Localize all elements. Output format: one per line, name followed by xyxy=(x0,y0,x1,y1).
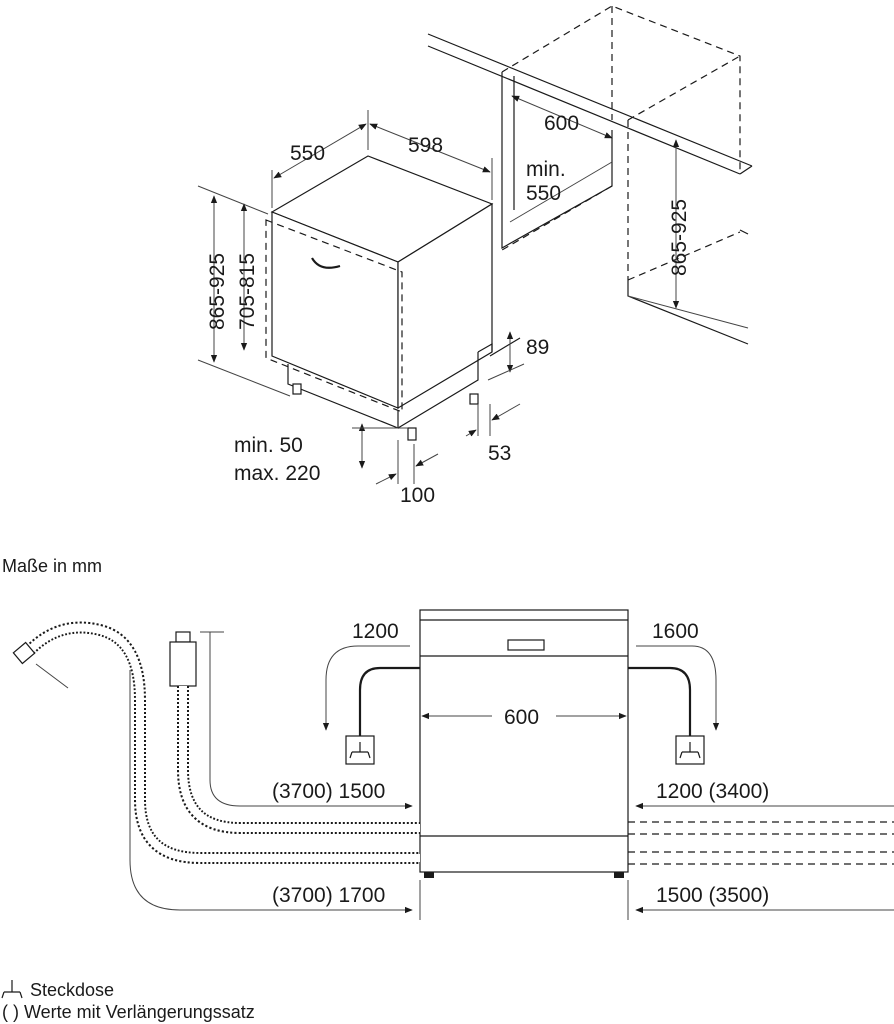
power-cables: 1200 1600 xyxy=(322,620,720,765)
foot-left xyxy=(292,383,302,395)
dim-door-gap-min-label: min. 50 xyxy=(234,434,303,457)
hose-outlet-right-label: 1500 (3500) xyxy=(656,884,769,907)
dim-width-label: 598 xyxy=(408,134,443,157)
dim-door-height-label: 705-815 xyxy=(236,253,259,330)
foot-right xyxy=(469,393,479,405)
hose-inlet-left-label: (3700) 1500 xyxy=(272,780,385,803)
niche-left-wall xyxy=(501,72,613,250)
countertop-edge-front xyxy=(427,33,753,167)
legend-extension-label: ( ) Werte mit Verlängerungssatz xyxy=(2,1002,255,1022)
hose-inlet-right-label: 1200 (3400) xyxy=(656,780,769,803)
niche-width-label: 600 xyxy=(544,112,579,135)
drain-hose-end xyxy=(12,641,36,665)
power-cable-right xyxy=(628,666,692,736)
front-width-label: 600 xyxy=(504,706,539,729)
front-view-body xyxy=(419,609,629,873)
legend: Steckdose ( ) Werte mit Verlängerungssat… xyxy=(1,980,255,1022)
plinth xyxy=(287,364,399,429)
dim-door-gap-max-label: max. 220 xyxy=(234,462,320,485)
power-cable-left xyxy=(358,666,420,736)
dim-depth-label: 550 xyxy=(290,142,325,165)
front-foot-left xyxy=(424,872,434,878)
units-note: Maße in mm xyxy=(2,556,102,576)
niche-depth-min-label: min. xyxy=(526,158,566,181)
dishwasher-front-view: 600 xyxy=(419,609,629,878)
dim-plinth-height-label: 89 xyxy=(526,336,549,359)
dim-plinth-offset-label: 53 xyxy=(488,442,511,465)
niche-height-label: 865-925 xyxy=(668,199,691,276)
door-outline xyxy=(265,219,403,413)
aquastop-connector xyxy=(175,631,191,643)
niche-isometric: 600 min. 550 865-925 xyxy=(427,5,753,345)
dim-bottom-depth-label: 100 xyxy=(400,484,435,507)
hoses-left: (3700) 1500 (3700) 1700 xyxy=(12,621,421,920)
aquastop-valve xyxy=(169,641,197,687)
niche-depth-value-label: 550 xyxy=(526,182,561,205)
cable-left-length-label: 1200 xyxy=(352,620,399,643)
door-handle xyxy=(311,257,341,269)
legend-socket-label: Steckdose xyxy=(30,980,114,1000)
top-dimensions: 550 598 865-925 705-815 89 53 min. 50 ma… xyxy=(197,110,549,507)
front-foot-right xyxy=(614,872,624,878)
foot-front xyxy=(407,427,417,441)
hoses-right: 1200 (3400) 1500 (3500) xyxy=(627,780,894,920)
control-panel-display xyxy=(507,639,545,651)
dishwasher-isometric xyxy=(265,155,521,441)
dim-height-label: 865-925 xyxy=(206,253,229,330)
cable-right-length-label: 1600 xyxy=(652,620,699,643)
socket-legend-icon xyxy=(1,980,23,999)
hose-outlet-left-label: (3700) 1700 xyxy=(272,884,385,907)
